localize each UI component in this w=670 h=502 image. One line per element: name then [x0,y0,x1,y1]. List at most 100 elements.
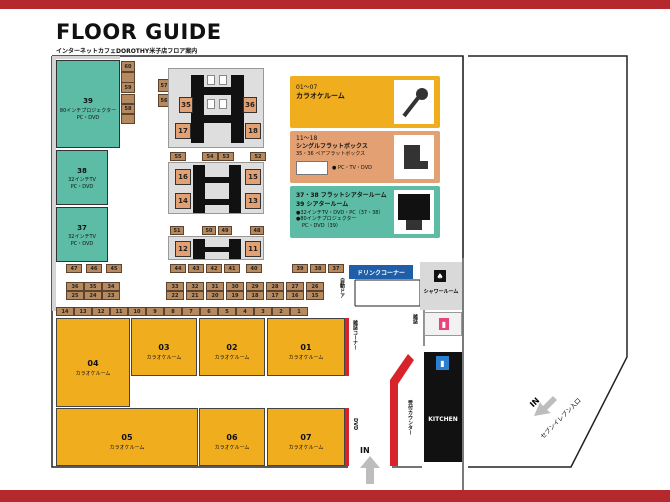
booth-20[interactable]: 20 [206,291,224,300]
booth-11[interactable]: 11 [245,241,261,257]
booth-12[interactable]: 12 [92,307,110,316]
booth-36[interactable]: 36 [66,282,84,291]
booth-13[interactable]: 13 [245,193,261,209]
booth-17[interactable]: 17 [266,291,284,300]
booth-8[interactable]: 8 [164,307,182,316]
booth-38[interactable]: 38 [310,264,326,273]
booth-7[interactable]: 7 [182,307,200,316]
karaoke-room-06[interactable]: 06 カラオケルーム [199,408,265,466]
booth-16[interactable]: 16 [286,291,304,300]
booth-18[interactable]: 18 [246,291,264,300]
room-label: カラオケルーム [288,355,324,361]
room-detail: PC・DVD [70,241,94,247]
booth-60[interactable]: 60 [121,61,135,72]
booth-24[interactable]: 24 [84,291,102,300]
booth-58a [121,94,135,104]
booth-16[interactable]: 16 [175,169,191,185]
booth-45[interactable]: 45 [106,264,122,273]
booth-12[interactable]: 12 [175,241,191,257]
magazines-label: 雑誌 [412,314,418,324]
booth-23[interactable]: 23 [102,291,120,300]
booth-21[interactable]: 21 [186,291,204,300]
booth-34[interactable]: 34 [102,282,120,291]
booth-2[interactable]: 2 [272,307,290,316]
booth-39[interactable]: 39 [292,264,308,273]
booth-50[interactable]: 50 [202,226,216,235]
booth-33[interactable]: 33 [166,282,184,291]
booth-11[interactable]: 11 [110,307,128,316]
karaoke-room-03[interactable]: 03 カラオケルーム [131,318,197,376]
booth-14[interactable]: 14 [175,193,191,209]
booth-51[interactable]: 51 [170,226,184,235]
booth-15[interactable]: 15 [245,169,261,185]
booth-41[interactable]: 41 [224,264,240,273]
booth-row-b-bottom: 22 21 20 19 18 17 16 15 [166,291,326,300]
booth-31[interactable]: 31 [206,282,224,291]
booth-54[interactable]: 54 [202,152,218,161]
room-number: 04 [87,359,99,368]
restroom[interactable]: ▮ [424,312,462,336]
room-label: 32インチTV [68,177,96,183]
booth-1[interactable]: 1 [290,307,308,316]
booth-46[interactable]: 46 [86,264,102,273]
booth-30[interactable]: 30 [226,282,244,291]
booth-32[interactable]: 32 [186,282,204,291]
booth-17[interactable]: 17 [175,123,191,139]
room-number: 39 [83,97,93,105]
karaoke-room-07[interactable]: 07 カラオケルーム [267,408,345,466]
booth-55[interactable]: 55 [170,152,186,161]
booth-40[interactable]: 40 [246,264,262,273]
booth-37[interactable]: 37 [328,264,344,273]
karaoke-room-04[interactable]: 04 カラオケルーム [56,318,130,407]
booth-28[interactable]: 28 [266,282,284,291]
booth-13[interactable]: 13 [74,307,92,316]
booth-6[interactable]: 6 [200,307,218,316]
shower-room[interactable]: ♠ シャワールーム [420,262,462,310]
theater-room-38[interactable]: 38 32インチTV PC・DVD [56,150,108,205]
booth-10[interactable]: 10 [128,307,146,316]
booth-27[interactable]: 27 [286,282,304,291]
room-number: 06 [226,433,238,442]
wall-left [52,56,56,311]
karaoke-room-02[interactable]: 02 カラオケルーム [199,318,265,376]
booth-18[interactable]: 18 [245,123,261,139]
booth-26[interactable]: 26 [306,282,324,291]
booth-42[interactable]: 42 [206,264,222,273]
booth-49[interactable]: 49 [218,226,232,235]
booth-25[interactable]: 25 [66,291,84,300]
booth-59[interactable]: 59 [121,82,135,93]
theater-room-39[interactable]: 39 80インチプロジェクター PC・DVD [56,60,120,148]
booth-53[interactable]: 53 [218,152,234,161]
restroom-icon: ▮ [439,318,449,330]
karaoke-room-05[interactable]: 05 カラオケルーム [56,408,198,466]
booth-22[interactable]: 22 [166,291,184,300]
karaoke-room-01[interactable]: 01 カラオケルーム [267,318,345,376]
booth-14[interactable]: 14 [56,307,74,316]
booth-52[interactable]: 52 [250,152,266,161]
room-label: カラオケルーム [214,445,250,451]
booth-4[interactable]: 4 [236,307,254,316]
booth-5[interactable]: 5 [218,307,236,316]
booth-58[interactable]: 58 [121,104,135,114]
booth-44[interactable]: 44 [170,264,186,273]
booth-48[interactable]: 48 [250,226,264,235]
pair-booth-35[interactable]: 35 [179,97,193,113]
legend-theater-note2: ●80インチプロジェクター [296,216,357,222]
booth-19[interactable]: 19 [226,291,244,300]
booth-15[interactable]: 15 [306,291,324,300]
magazine-corner-label: 雑誌コーナー [352,320,358,350]
booth-43[interactable]: 43 [188,264,204,273]
flat-box-icon [296,161,328,175]
booth-29[interactable]: 29 [246,282,264,291]
magazine-corner-strip [345,318,349,376]
drink-corner[interactable]: ドリンクコーナー [349,265,413,279]
pair-booth-36[interactable]: 36 [243,97,257,113]
booth-47[interactable]: 47 [66,264,82,273]
theater-room-37[interactable]: 37 32インチTV PC・DVD [56,207,108,262]
legend-karaoke-range: 01～07 [296,84,318,91]
booth-9[interactable]: 9 [146,307,164,316]
pair-block-middle: 16 15 14 13 [168,162,264,214]
bottom-red-bar [0,490,670,502]
booth-35[interactable]: 35 [84,282,102,291]
booth-3[interactable]: 3 [254,307,272,316]
